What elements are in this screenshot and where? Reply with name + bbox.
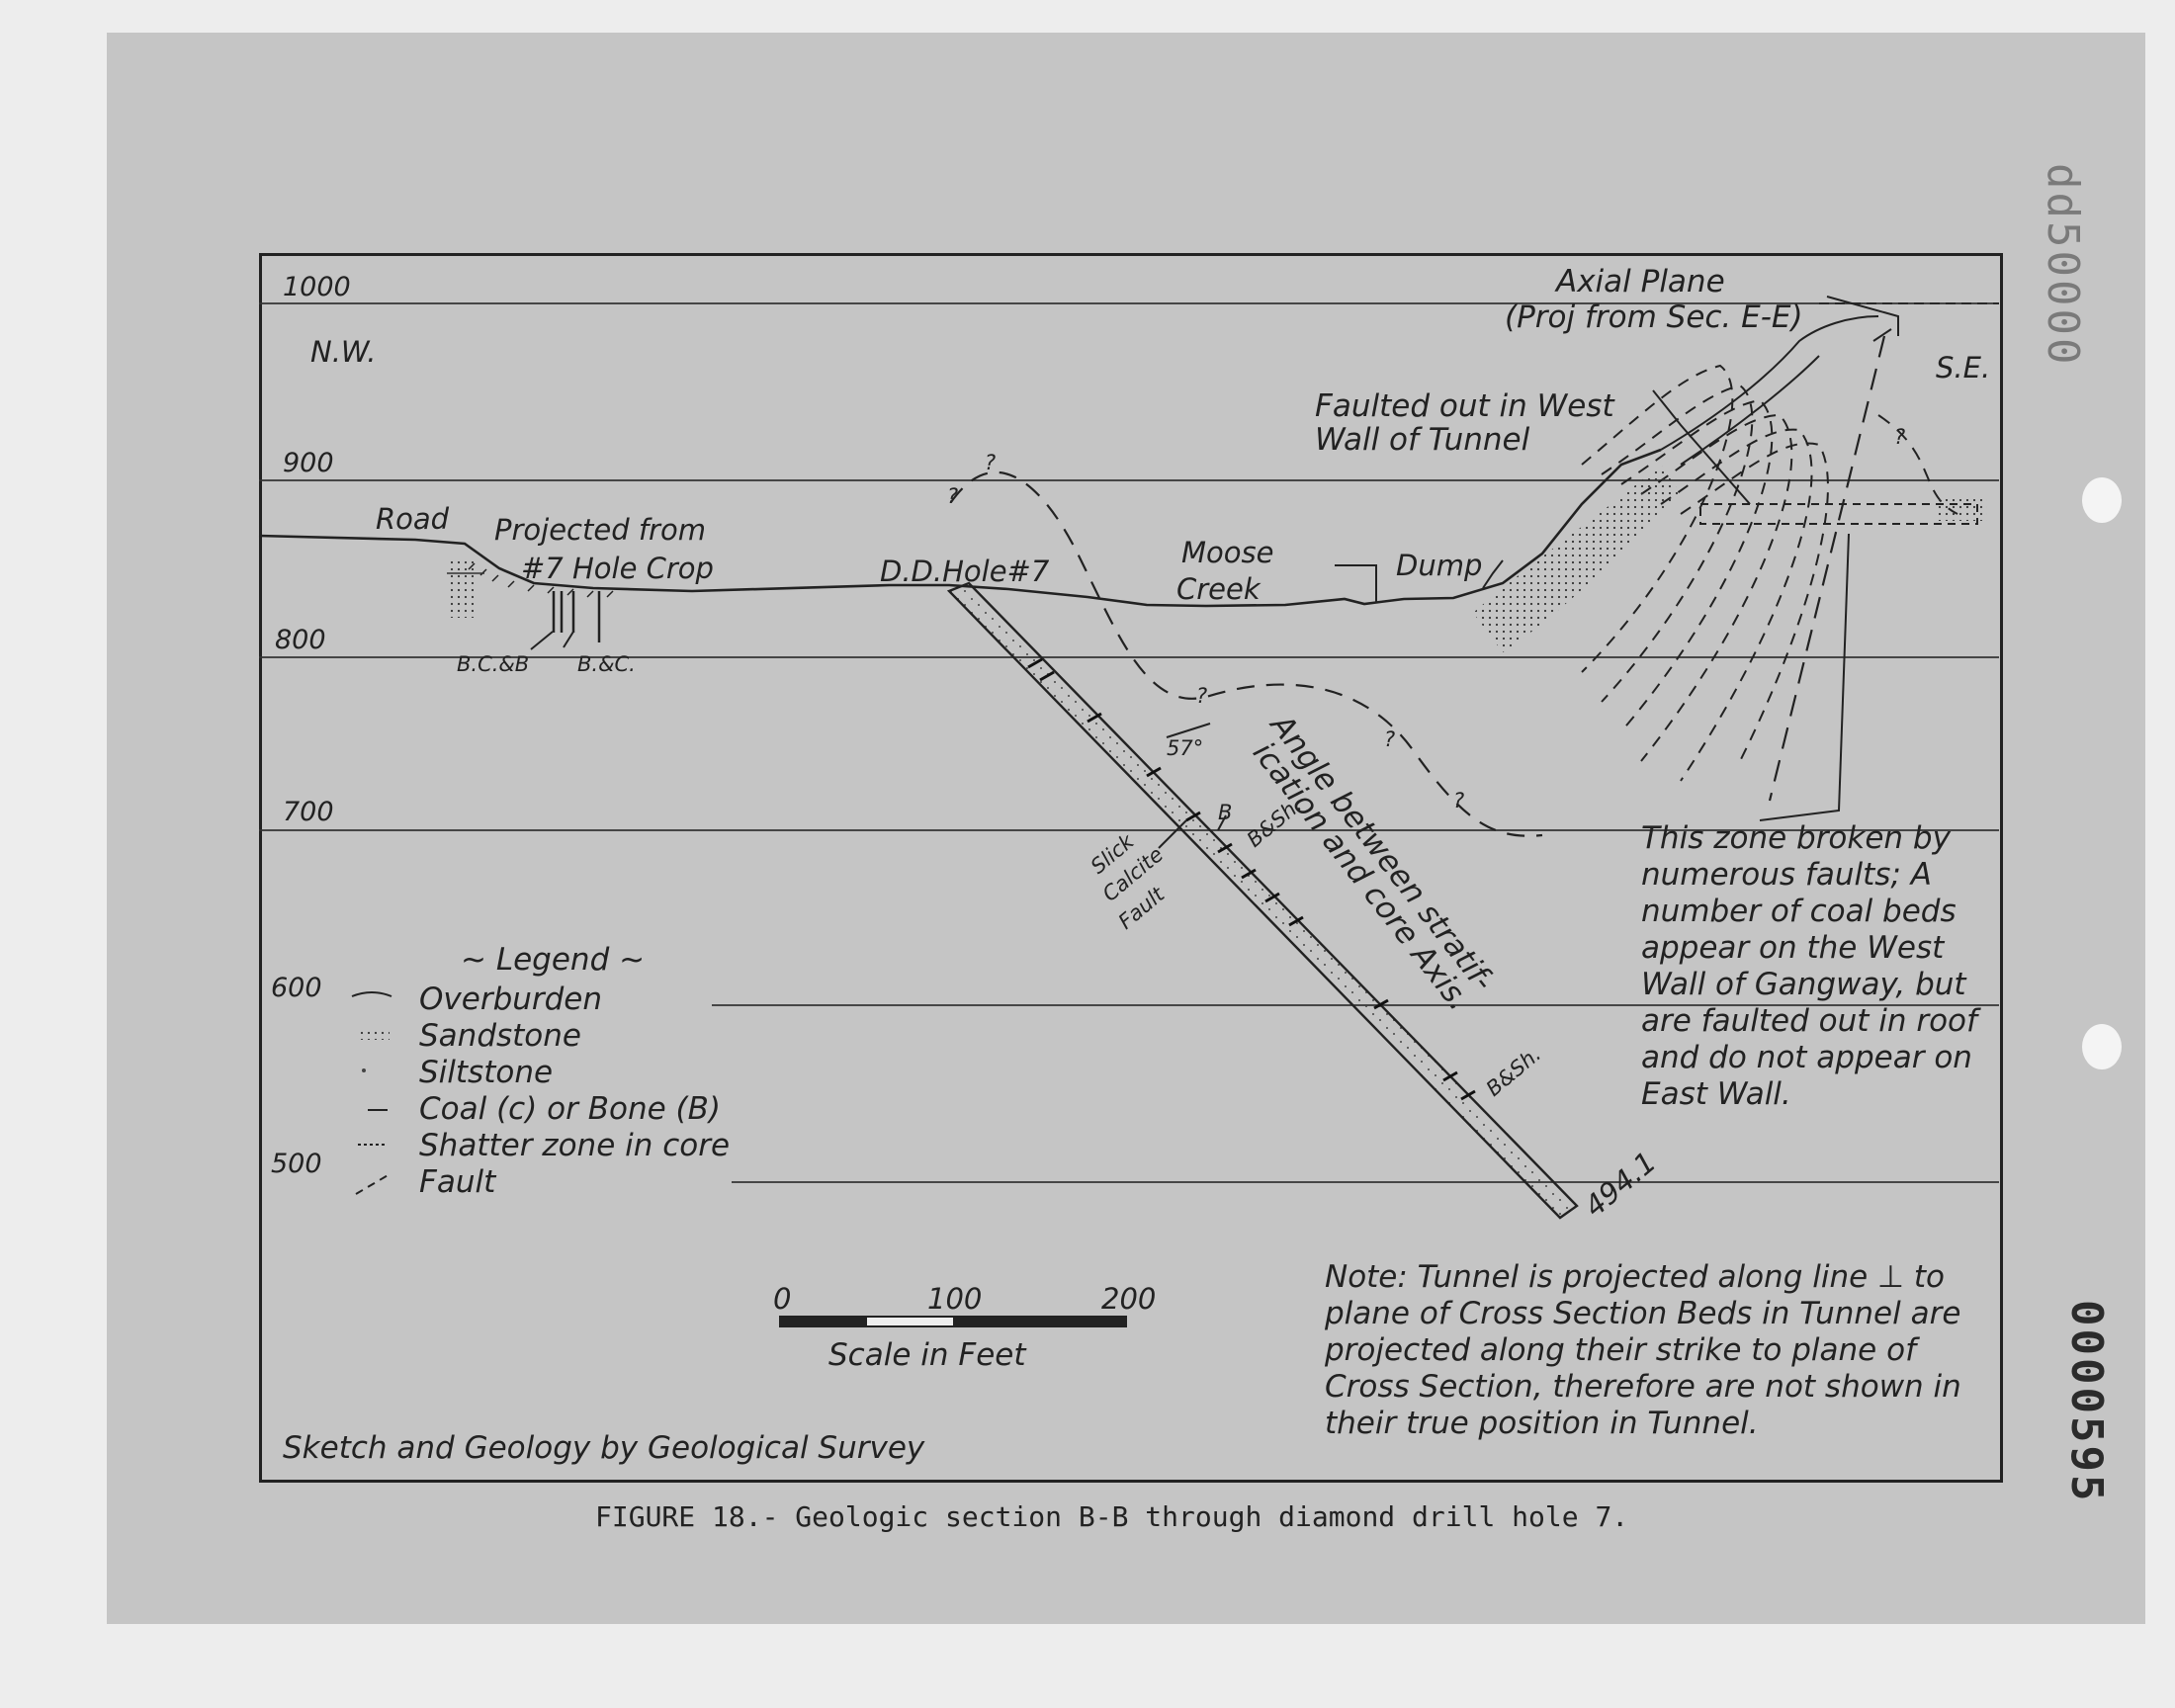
scale-tick-0: 0 [773,1282,792,1316]
scale-tick-200: 200 [1101,1282,1157,1316]
figure-frame [259,253,2003,1483]
axial-plane [1768,335,1886,802]
scale-bar [779,1316,1127,1327]
bcb-label: B.C.&B [457,652,530,676]
query-mark-6: ? [1894,425,1906,449]
tunnel-note: Note: Tunnel is projected along line ⊥ t… [1325,1259,1961,1441]
elevation-1000: 1000 [283,272,351,302]
projected-label-1: Projected from [494,513,706,547]
leader-dump [1482,559,1504,589]
sandstone-zone [1473,465,1681,652]
tunnel-stipple [1938,499,1987,521]
angle-57-label: 57° [1167,736,1204,760]
bc-label: B.&C. [577,652,636,676]
legend-symbols [351,991,392,1195]
figure-caption: FIGURE 18.- Geologic section B-B through… [595,1500,1629,1533]
credit: Sketch and Geology by Geological Survey [283,1430,925,1466]
legend-item-coal: Coal (c) or Bone (B) [419,1091,721,1127]
leader-zone-1 [1759,533,1850,821]
direction-nw: N.W. [310,335,377,369]
leader-slick [1158,819,1187,849]
direction-se: S.E. [1936,351,1991,384]
legend-item-sandstone: Sandstone [419,1018,581,1054]
leader-b [1217,814,1227,831]
query-mark-4: ? [1384,727,1396,751]
leader-faulted [1652,389,1751,505]
leader-57 [1166,723,1211,738]
legend-item-overburden: Overburden [419,982,603,1017]
query-mark-2: ? [947,484,959,508]
faulted-out-label-2: Wall of Tunnel [1315,422,1530,458]
leader-axial [1826,296,1899,342]
axial-plane-label: Axial Plane [1556,264,1725,299]
scanned-sheet [107,33,2145,1624]
drill-hole-label: D.D.Hole#7 [880,555,1050,588]
drill-core [946,581,1579,1220]
projected-crop [447,558,477,618]
elevation-600: 600 [271,973,322,1003]
anticline-bed [950,470,1543,837]
binder-hole-bottom [2082,1024,2122,1069]
leader-moose [1335,564,1377,603]
elevation-500: 500 [271,1149,322,1179]
zone-note: This zone broken by numerous faults; A n… [1641,820,1977,1112]
query-mark-5: ? [1453,789,1465,812]
creek-label: Creek [1176,572,1261,606]
moose-label: Moose [1181,536,1274,569]
legend-item-fault: Fault [419,1164,496,1200]
fault-dashed [1877,414,1958,515]
tunnel [1699,503,1978,525]
binder-hole-top [2082,477,2122,523]
scale-tick-100: 100 [927,1282,983,1316]
legend-item-siltstone: Siltstone [419,1055,554,1090]
axial-plane-source: (Proj from Sec. E-E) [1505,299,1803,335]
b-label: B [1218,801,1233,824]
road-label: Road [376,502,450,536]
dump-label: Dump [1396,549,1483,582]
se-flank-beds [1581,364,1829,782]
legend-item-shatter: Shatter zone in core [419,1128,731,1163]
query-mark-1: ? [985,451,997,474]
elevation-800: 800 [275,625,326,655]
query-mark-3: ? [1196,684,1208,708]
ground-surface [258,448,1662,608]
legend-title: ~ Legend ~ [461,942,646,978]
faulted-out-label-1: Faulted out in West [1315,388,1614,424]
elevation-900: 900 [283,448,334,478]
projected-label-2: #7 Hole Crop [521,552,714,585]
elevation-700: 700 [283,797,334,827]
scale-label: Scale in Feet [828,1337,1026,1373]
leader-bcb [530,631,574,650]
